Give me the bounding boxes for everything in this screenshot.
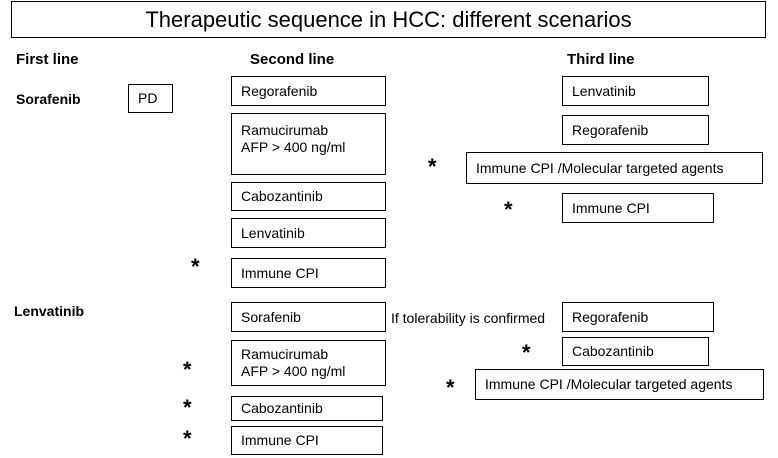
s2-second-sorafenib-label: Sorafenib: [241, 308, 301, 325]
s2-third-immune-cpi-mta-label: Immune CPI /Molecular targeted agents: [485, 376, 733, 392]
s1-second-ramucirumab-afp: AFP > 400 ng/ml: [241, 139, 346, 155]
pd-label: PD: [138, 90, 158, 106]
asterisk-s1-immune-cpi: *: [191, 254, 200, 279]
s1-second-cabozantinib-box: Cabozantinib: [231, 182, 386, 211]
asterisk-s2-cabozantinib-third: *: [522, 340, 531, 365]
s1-third-lenvatinib-box: Lenvatinib: [562, 76, 709, 106]
s2-third-cabozantinib-box: Cabozantinib: [562, 337, 709, 366]
s1-third-lenvatinib-label: Lenvatinib: [572, 82, 636, 99]
s2-third-cabozantinib-label: Cabozantinib: [572, 343, 654, 359]
s2-second-immune-cpi-label: Immune CPI: [241, 432, 319, 448]
s1-second-ramucirumab-label: Ramucirumab: [241, 122, 329, 138]
s1-third-immune-cpi-mta-box: Immune CPI /Molecular targeted agents: [466, 152, 763, 184]
s1-second-immune-cpi-label: Immune CPI: [241, 264, 319, 281]
first-line-lenvatinib: Lenvatinib: [14, 303, 85, 319]
asterisk-s1-cpi-mta: *: [428, 154, 437, 179]
s1-second-immune-cpi-box: Immune CPI: [231, 258, 386, 288]
s1-third-regorafenib-box: Regorafenib: [562, 115, 709, 145]
s1-third-regorafenib-label: Regorafenib: [572, 121, 649, 138]
s1-third-immune-cpi-mta-label: Immune CPI /Molecular targeted agents: [476, 159, 724, 176]
asterisk-s1-third-cpi: *: [504, 197, 513, 222]
s2-second-ramucirumab-label: Ramucirumab: [241, 346, 329, 362]
s2-second-sorafenib-box: Sorafenib: [231, 302, 386, 332]
diagram-title: Therapeutic sequence in HCC: different s…: [145, 6, 632, 32]
tolerability-note: If tolerability is confirmed: [391, 310, 546, 326]
s2-second-ramucirumab-afp: AFP > 400 ng/ml: [241, 363, 346, 379]
s1-third-immune-cpi-box: Immune CPI: [562, 193, 714, 223]
s2-third-regorafenib-box: Regorafenib: [562, 302, 714, 332]
s2-third-regorafenib-label: Regorafenib: [572, 308, 649, 325]
s2-second-cabozantinib-label: Cabozantinib: [241, 400, 323, 416]
s1-second-regorafenib-label: Regorafenib: [241, 82, 318, 99]
s1-second-cabozantinib-label: Cabozantinib: [241, 188, 323, 204]
s2-second-ramucirumab-box: Ramucirumab AFP > 400 ng/ml: [231, 340, 386, 386]
s1-third-immune-cpi-label: Immune CPI: [572, 199, 650, 216]
pd-box: PD: [128, 84, 173, 113]
s1-second-ramucirumab-box: Ramucirumab AFP > 400 ng/ml: [231, 113, 386, 175]
s1-second-lenvatinib-label: Lenvatinib: [241, 224, 305, 241]
diagram-title-box: Therapeutic sequence in HCC: different s…: [11, 1, 766, 38]
header-first-line: First line: [16, 51, 79, 68]
asterisk-s2-cabozantinib: *: [183, 395, 192, 420]
s2-third-immune-cpi-mta-box: Immune CPI /Molecular targeted agents: [475, 369, 764, 400]
s1-second-lenvatinib-box: Lenvatinib: [231, 218, 386, 248]
s2-second-immune-cpi-box: Immune CPI: [231, 426, 383, 455]
header-second-line: Second line: [250, 51, 335, 68]
header-third-line: Third line: [567, 51, 635, 68]
s1-second-regorafenib-box: Regorafenib: [231, 76, 386, 106]
first-line-sorafenib: Sorafenib: [16, 91, 81, 107]
asterisk-s2-immune-cpi: *: [183, 426, 192, 451]
s2-second-cabozantinib-box: Cabozantinib: [231, 396, 383, 421]
asterisk-s2-cpi-mta: *: [446, 375, 455, 400]
asterisk-s2-ramucirumab: *: [183, 357, 192, 382]
